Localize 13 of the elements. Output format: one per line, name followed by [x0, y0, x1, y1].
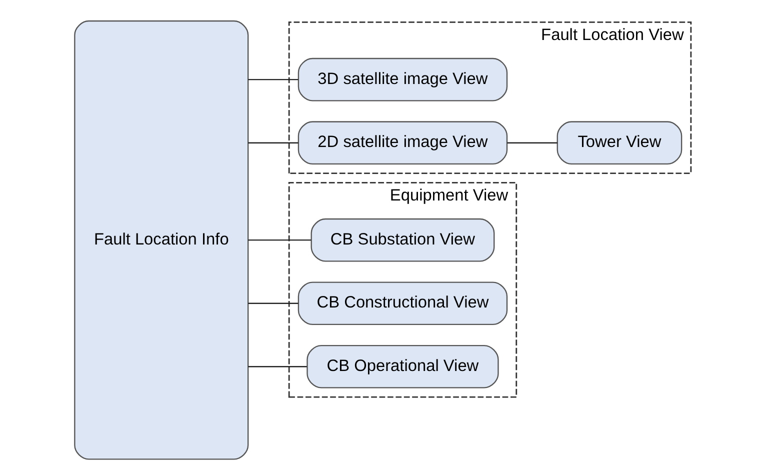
node-box: CB Operational View [306, 344, 498, 388]
connector [248, 142, 298, 144]
connector [248, 240, 310, 241]
node-box: 2D satellite image View [297, 121, 508, 165]
connector [248, 302, 298, 304]
node-box: Fault Location Info [74, 20, 248, 460]
node-box: CB Substation View [310, 218, 494, 262]
node-box: 3D satellite image View [297, 58, 508, 102]
connector [248, 366, 306, 368]
connector [506, 142, 557, 144]
node-box: Tower View [556, 121, 682, 165]
node-box: CB Constructional View [297, 282, 508, 326]
connector [248, 79, 298, 80]
